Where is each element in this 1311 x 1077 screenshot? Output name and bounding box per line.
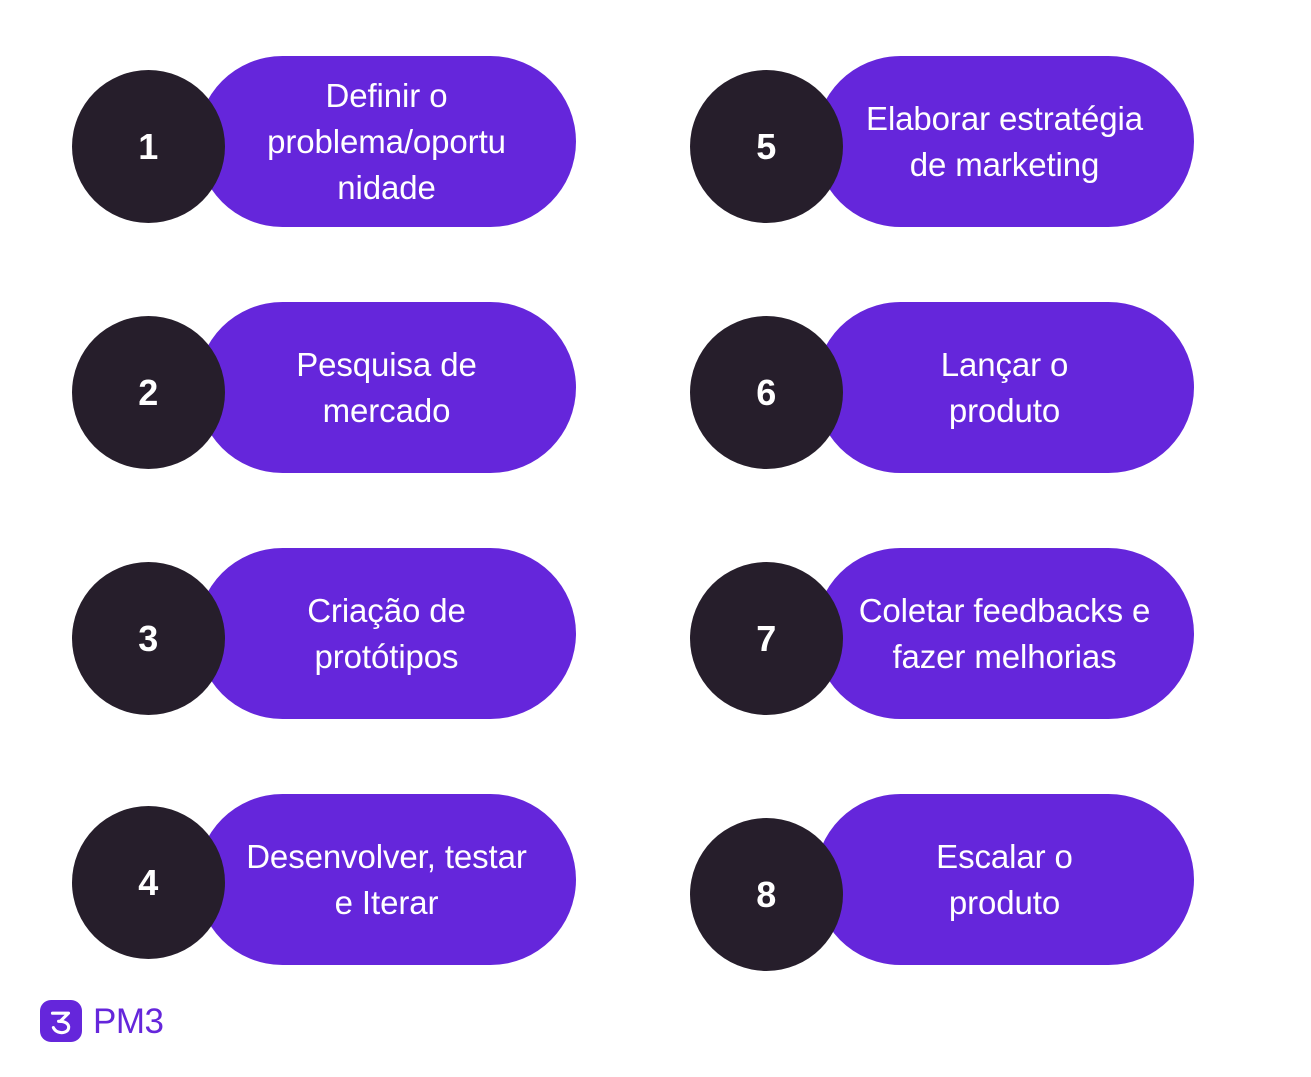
- step-pill-2: Pesquisa de mercado: [197, 302, 576, 473]
- step-label-1: Definir o problema/oportu nidade: [267, 76, 506, 206]
- step-badge-5: 5: [690, 70, 843, 223]
- step-pill-4: Desenvolver, testar e Iterar: [197, 794, 576, 965]
- pm3-logo: PM3: [40, 1000, 164, 1042]
- step-number-6: 6: [756, 371, 777, 413]
- step-number-3: 3: [138, 617, 159, 659]
- step-label-2: Pesquisa de mercado: [296, 345, 477, 429]
- step-label-3: Criação de protótipos: [307, 591, 466, 675]
- step-number-2: 2: [138, 371, 159, 413]
- step-pill-6: Lançar o produto: [815, 302, 1194, 473]
- step-pill-3: Criação de protótipos: [197, 548, 576, 719]
- step-badge-6: 6: [690, 316, 843, 469]
- step-pill-5: Elaborar estratégia de marketing: [815, 56, 1194, 227]
- step-badge-8: 8: [690, 818, 843, 971]
- step-label-5: Elaborar estratégia de marketing: [866, 99, 1143, 183]
- step-badge-1: 1: [72, 70, 225, 223]
- step-label-7: Coletar feedbacks e fazer melhorias: [858, 591, 1151, 675]
- step-badge-2: 2: [72, 316, 225, 469]
- step-number-4: 4: [138, 861, 159, 903]
- step-number-8: 8: [756, 873, 777, 915]
- step-pill-7: Coletar feedbacks e fazer melhorias: [815, 548, 1194, 719]
- step-label-8: Escalar o produto: [936, 837, 1073, 921]
- step-badge-7: 7: [690, 562, 843, 715]
- step-label-6: Lançar o produto: [940, 345, 1069, 429]
- pm3-logo-mark-icon: [40, 1000, 82, 1042]
- step-number-7: 7: [756, 617, 777, 659]
- step-pill-8: Escalar o produto: [815, 794, 1194, 965]
- step-label-4: Desenvolver, testar e Iterar: [246, 837, 527, 921]
- step-number-1: 1: [138, 125, 159, 167]
- pm3-wordmark: PM3: [93, 1001, 164, 1041]
- step-badge-4: 4: [72, 806, 225, 959]
- step-pill-1: Definir o problema/oportu nidade: [197, 56, 576, 227]
- step-badge-3: 3: [72, 562, 225, 715]
- step-number-5: 5: [756, 125, 777, 167]
